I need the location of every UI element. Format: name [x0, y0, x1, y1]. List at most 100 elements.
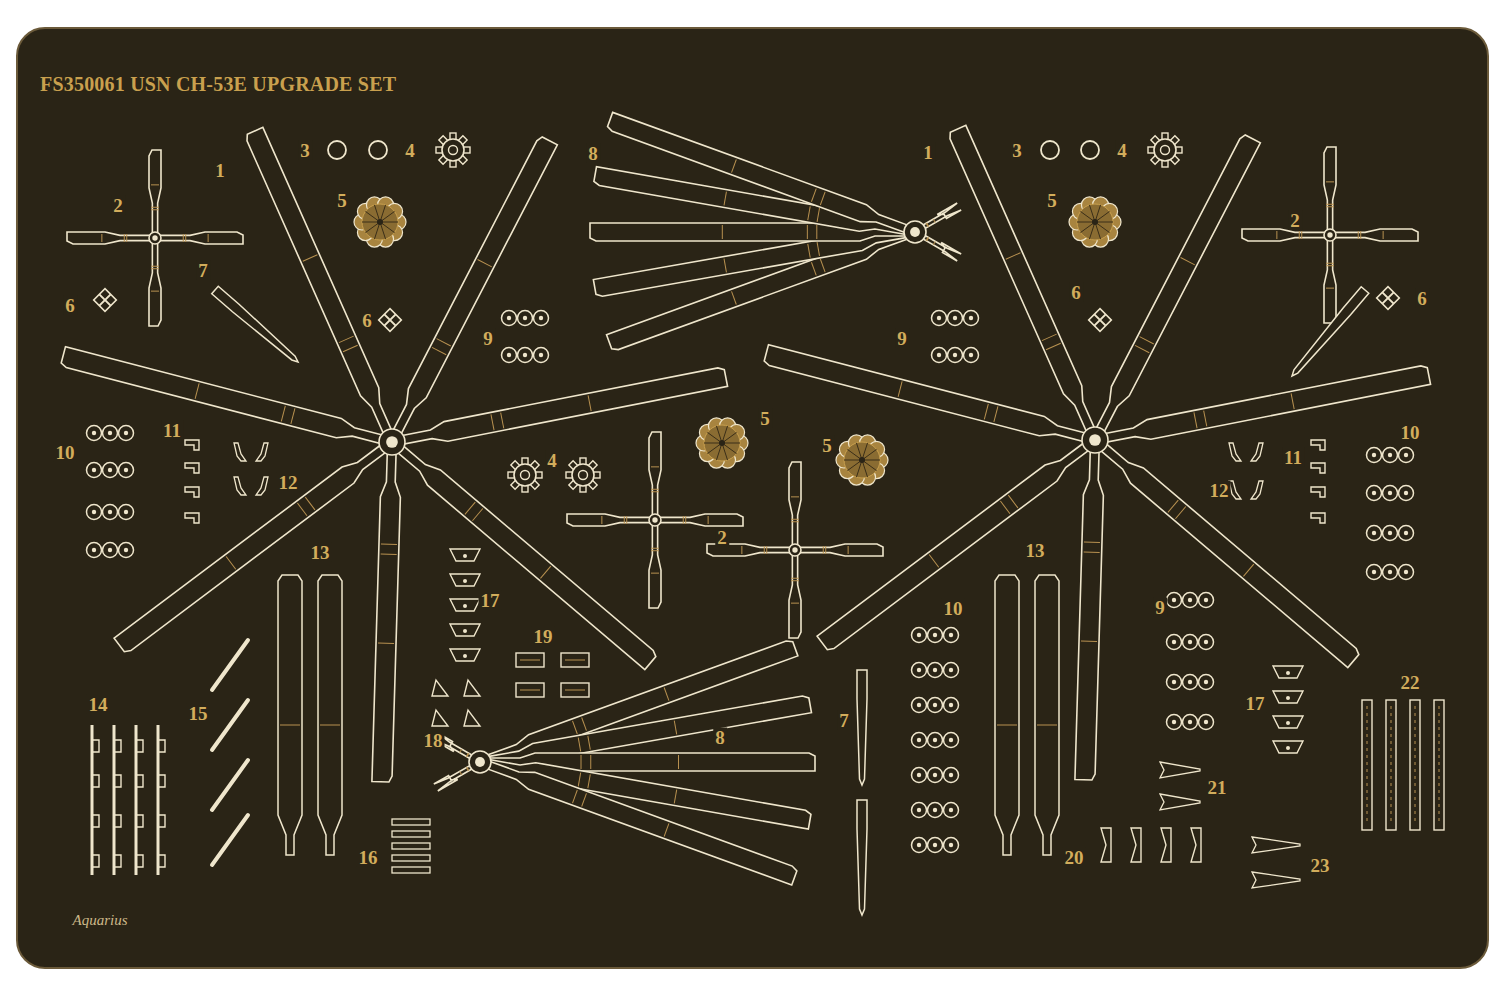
blade-tick — [1194, 412, 1197, 428]
ring-part — [1081, 141, 1099, 159]
blade-tick — [590, 755, 591, 769]
part-number: 5 — [820, 436, 834, 455]
trapezoid-hole — [1286, 696, 1290, 700]
main-rotor-blade — [763, 345, 1087, 448]
ring-part — [1041, 141, 1059, 159]
blade-outline — [486, 757, 798, 885]
part-number: 3 — [1010, 141, 1024, 160]
bracket-part — [1311, 440, 1325, 450]
ring-part — [369, 141, 387, 159]
part-number: 5 — [335, 191, 349, 210]
hub-hole — [475, 757, 485, 767]
blade-tick — [472, 509, 482, 521]
trapezoid-part — [450, 599, 480, 611]
stick-part — [212, 700, 248, 750]
washer-trio-part — [87, 463, 134, 478]
washer — [1199, 635, 1214, 650]
washer-hole — [917, 843, 921, 847]
blade-tick — [101, 234, 102, 242]
stick-part — [212, 760, 248, 810]
washer-hole — [92, 510, 96, 514]
blade-tick — [624, 516, 625, 524]
washer-hole — [933, 633, 937, 637]
blade-tick — [305, 497, 315, 510]
washer — [964, 348, 979, 363]
gear-part — [566, 458, 600, 492]
washer — [103, 543, 118, 558]
blade-tick — [466, 768, 468, 771]
washer-trio-part — [1367, 565, 1414, 580]
washer-trio-part — [912, 838, 959, 853]
rotor-hub — [1082, 427, 1108, 453]
bracket-part — [185, 513, 199, 523]
washer-hole — [917, 738, 921, 742]
comb-tooth — [158, 775, 165, 787]
washer-hole — [1188, 720, 1192, 724]
rod-part — [857, 800, 867, 915]
part-number: 1 — [921, 143, 935, 162]
washer-hole — [949, 773, 953, 777]
blade-outline — [400, 367, 728, 450]
blade-tick — [281, 406, 285, 421]
blade-tick — [984, 404, 988, 419]
part-number: 6 — [1415, 289, 1429, 308]
main-rotor-blade — [388, 136, 558, 438]
blade-tick — [933, 241, 935, 244]
blade-tick — [791, 580, 799, 581]
washer-trio-part — [502, 311, 549, 326]
washer-hole — [969, 316, 973, 320]
washer-hole — [108, 510, 112, 514]
rod-outline — [857, 670, 867, 785]
star-dot — [377, 219, 383, 225]
washer — [912, 663, 927, 678]
blade-tick — [582, 793, 587, 806]
hub-hole — [152, 235, 157, 240]
blade-tick — [151, 184, 159, 185]
plate-cross — [1377, 287, 1400, 310]
washer — [1183, 675, 1198, 690]
hub-hole — [1327, 232, 1332, 237]
blade-tick — [151, 268, 159, 269]
blade-outline — [160, 232, 243, 244]
strip-detail — [1391, 706, 1392, 824]
blade-tick — [601, 516, 602, 524]
washer — [103, 505, 118, 520]
blade-outline — [567, 514, 650, 526]
washer — [103, 463, 118, 478]
part-number: 6 — [360, 311, 374, 330]
rod-outline — [212, 286, 302, 366]
fork-part — [1160, 794, 1200, 810]
washer — [928, 838, 943, 853]
rotor-hub — [904, 221, 926, 243]
blade-outline — [607, 112, 909, 237]
blade-tick — [820, 192, 825, 205]
rod-outline — [1288, 287, 1369, 379]
washer-hole — [953, 353, 957, 357]
blade-tick — [664, 688, 669, 701]
comb-tooth — [136, 775, 143, 787]
blade-outline — [800, 544, 883, 556]
gear-body — [572, 464, 594, 486]
washer-hole — [917, 633, 921, 637]
main-rotor-blade — [393, 441, 658, 670]
blade-outline — [372, 452, 402, 782]
washer-trio-part — [912, 803, 959, 818]
washer-hole — [108, 468, 112, 472]
strip-part — [1410, 700, 1420, 830]
blade-outline — [67, 232, 150, 244]
blade-outline — [149, 243, 161, 326]
washer-hole — [1372, 453, 1376, 457]
blade-outline — [789, 462, 801, 545]
triangle-part — [432, 680, 448, 696]
washer — [932, 311, 947, 326]
strip-part — [1362, 700, 1372, 830]
bracket-part — [1311, 487, 1325, 497]
blade-tick — [820, 259, 825, 272]
blade-tick — [1135, 345, 1149, 352]
blade-tick — [437, 339, 451, 346]
washer — [1367, 448, 1382, 463]
plate-tick — [520, 660, 540, 661]
main-rotor-blade — [1103, 365, 1431, 448]
comb-tooth — [114, 815, 121, 827]
washer — [119, 505, 134, 520]
